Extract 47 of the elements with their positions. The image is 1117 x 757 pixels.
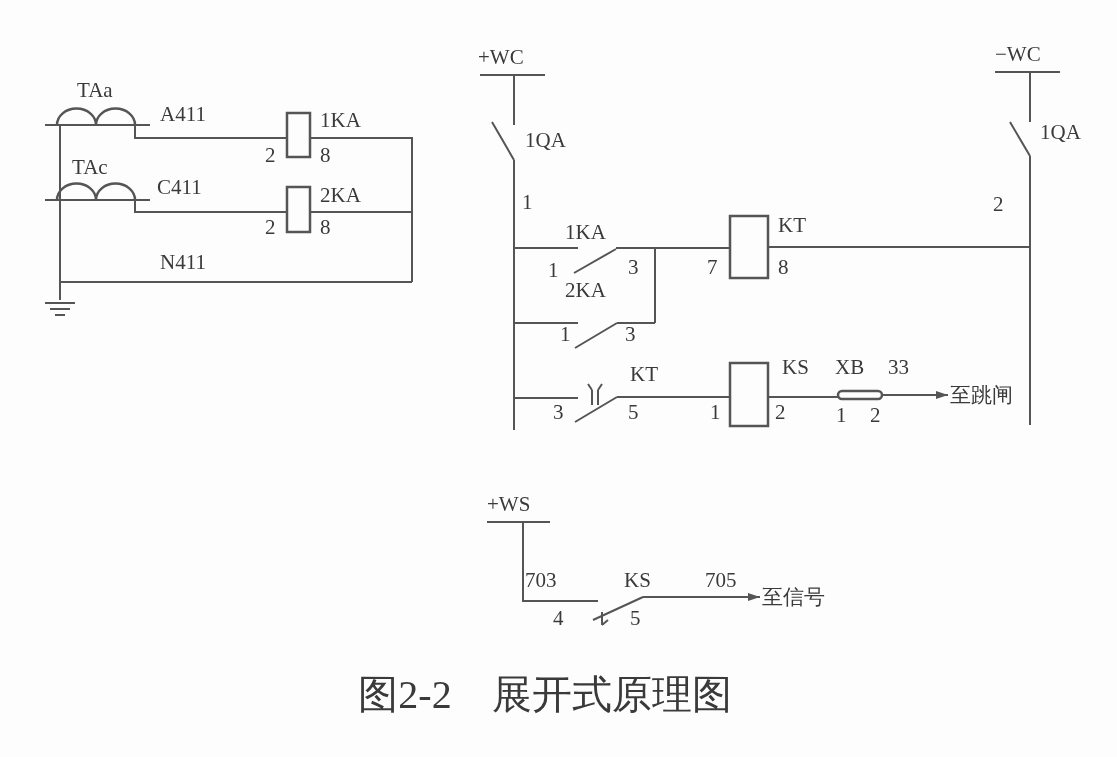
terminal-label: 8	[320, 215, 331, 239]
terminal-label: 7	[707, 255, 718, 279]
terminal-label: 1	[522, 190, 533, 214]
terminal-label: 8	[320, 143, 331, 167]
figure-caption: 图2-2 展开式原理图	[357, 671, 733, 719]
terminal-label: 8	[778, 255, 789, 279]
terminal-label: 5	[628, 400, 639, 424]
terminal-label: 703	[525, 568, 557, 592]
terminal-label: +WC	[478, 45, 524, 69]
terminal-label: 1QA	[525, 128, 566, 152]
terminal-label: 2	[775, 400, 786, 424]
terminal-label: −WC	[995, 42, 1041, 66]
terminal-label: 1	[560, 322, 571, 346]
terminal-label: 2KA	[320, 183, 361, 207]
terminal-label: 1KA	[320, 108, 361, 132]
terminal-label: 1	[836, 403, 847, 427]
terminal-label: XB	[835, 355, 865, 379]
terminal-label: KT	[630, 362, 658, 386]
terminal-label: C411	[157, 175, 202, 199]
terminal-label: TAc	[72, 155, 108, 179]
terminal-label: TAa	[77, 78, 113, 102]
terminal-label: 705	[705, 568, 737, 592]
terminal-label: 4	[553, 606, 564, 630]
terminal-label: 33	[888, 355, 909, 379]
terminal-label: 2	[265, 215, 276, 239]
terminal-label: A411	[160, 102, 206, 126]
terminal-label: +WS	[487, 492, 531, 516]
terminal-label: 3	[553, 400, 564, 424]
terminal-label: 1KA	[565, 220, 606, 244]
destination-label: 至跳闸	[950, 383, 1013, 407]
terminal-label: KT	[778, 213, 806, 237]
terminal-label: 2	[993, 192, 1004, 216]
terminal-label: 3	[625, 322, 636, 346]
destination-label: 至信号	[762, 585, 825, 609]
arrow	[642, 593, 761, 601]
terminal-label: 1	[548, 258, 559, 282]
terminal-label: KS	[624, 568, 651, 592]
terminal-label: 2	[265, 143, 276, 167]
terminal-label: 3	[628, 255, 639, 279]
terminal-label: 5	[630, 606, 641, 630]
terminal-label: 1	[710, 400, 721, 424]
terminal-label: 2	[870, 403, 881, 427]
terminal-label: N411	[160, 250, 206, 274]
arrow	[882, 391, 949, 399]
terminal-label: 2KA	[565, 278, 606, 302]
terminal-label: KS	[782, 355, 809, 379]
terminal-label: 1QA	[1040, 120, 1081, 144]
